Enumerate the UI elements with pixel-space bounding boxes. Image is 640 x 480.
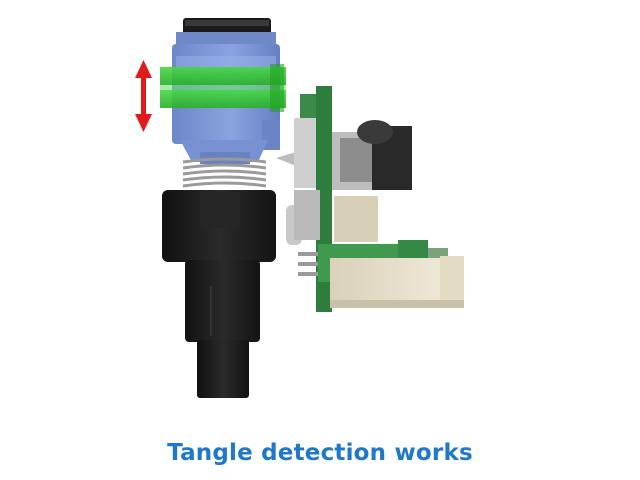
double-headed-vertical-arrow-icon <box>135 60 152 132</box>
caption: Tangle detection works <box>167 440 473 466</box>
tangle-detection-diagram <box>135 18 464 398</box>
sensor-highlight-bands <box>160 64 286 112</box>
connector-pins <box>298 252 318 276</box>
spring <box>182 157 267 188</box>
beige-connector <box>330 256 464 308</box>
lower-black-body <box>162 190 276 398</box>
top-cap <box>183 18 271 36</box>
switch-mechanism <box>332 120 412 242</box>
